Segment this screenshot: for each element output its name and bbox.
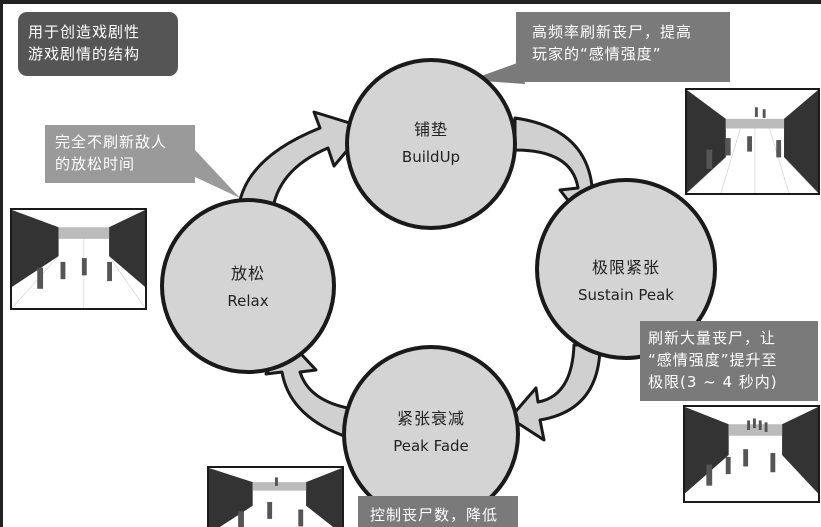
callout-fade: 控制丧尸数，降低: [358, 496, 518, 527]
callout-relax: 完全不刷新敌人 的放松时间: [45, 125, 195, 183]
top-border: [0, 0, 821, 4]
node-relax: 放松 Relax: [160, 198, 336, 374]
arrow-relax-to-buildup: [236, 110, 368, 217]
relax-callout-tail: [180, 150, 240, 198]
scene-peak-image: [683, 405, 820, 503]
node-peak-en: Sustain Peak: [578, 286, 674, 304]
corridor-scene-icon: [209, 468, 342, 527]
corridor-scene-icon: [12, 210, 145, 308]
left-border: [0, 0, 3, 527]
node-relax-en: Relax: [227, 292, 269, 310]
arrow-peak-to-fade: [508, 343, 602, 442]
scene-relax-image: [10, 208, 147, 310]
node-fade-en: Peak Fade: [393, 437, 469, 455]
node-peak-zh: 极限紧张: [591, 258, 660, 277]
scene-fade-image: [207, 466, 344, 527]
node-buildup: 铺垫 BuildUp: [345, 58, 517, 230]
scene-buildup-image: [685, 88, 820, 195]
callout-buildup: 高频率刷新丧尸，提高 玩家的“感情强度”: [516, 12, 730, 82]
corridor-scene-icon: [685, 407, 818, 494]
node-buildup-zh: 铺垫: [413, 120, 448, 139]
node-fade-zh: 紧张衰减: [396, 409, 465, 428]
corridor-scene-icon: [687, 90, 818, 193]
node-buildup-en: BuildUp: [401, 148, 461, 166]
diagram-title: 用于创造戏剧性 游戏剧情的结构: [18, 12, 178, 76]
callout-peak: 刷新大量丧尸，让 “感情强度”提升至 极限(3 ~ 4 秒内): [640, 321, 818, 401]
node-relax-zh: 放松: [230, 264, 265, 283]
